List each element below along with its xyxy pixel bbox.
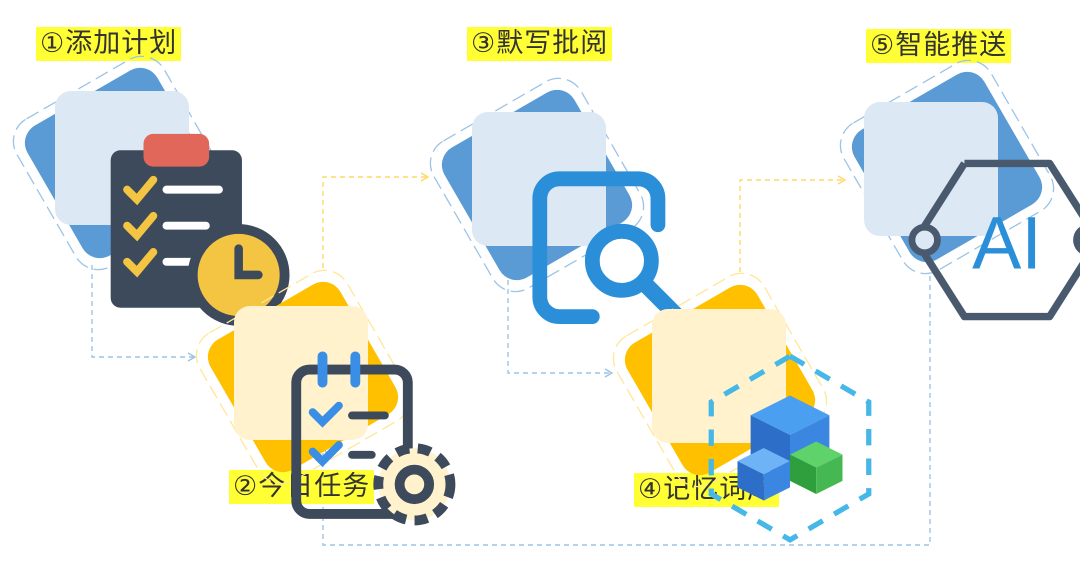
- step-1-label: ①添加计划: [36, 27, 182, 61]
- step-1-node: [12, 55, 290, 326]
- connector-2-to-3: [322, 172, 430, 268]
- step-3-label: ③默写批阅: [467, 27, 613, 61]
- connector-3-to-4: [507, 280, 614, 378]
- search-review-icon: [507, 146, 686, 325]
- step-5-label: ⑤智能推送: [866, 29, 1012, 63]
- clipboard-clock-icon: [91, 124, 290, 326]
- step-3-node: [429, 77, 686, 325]
- step-2-node: [195, 269, 456, 526]
- step-4-node: [612, 272, 872, 543]
- connector-4-to-5: [739, 175, 847, 272]
- step-5-node: AI: [839, 59, 1080, 321]
- connector-1-to-2: [91, 265, 197, 362]
- ai-chip-icon: AI: [902, 135, 1080, 321]
- cubes-icon: [685, 343, 872, 543]
- ai-icon-text: AI: [972, 201, 1042, 284]
- clipboard-gear-icon: [270, 340, 456, 526]
